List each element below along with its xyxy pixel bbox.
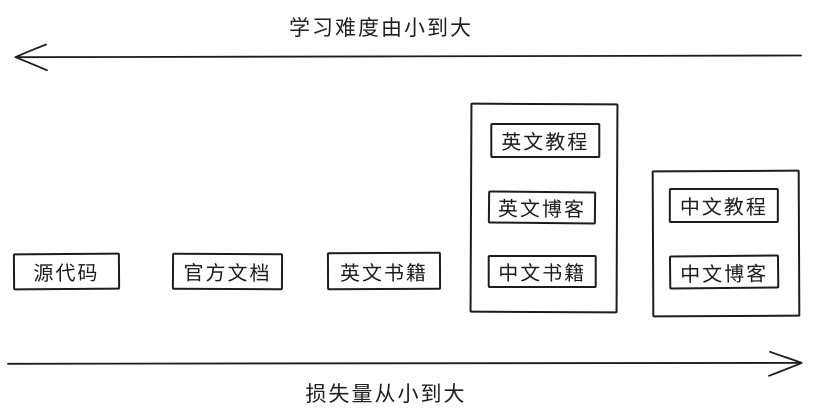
node-english-blogs: 英文博客 bbox=[487, 190, 597, 225]
node-chinese-books: 中文书籍 bbox=[487, 254, 597, 289]
bottom-axis-label: 损失量从小到大 bbox=[305, 383, 467, 406]
node-english-books: 英文书籍 bbox=[326, 251, 442, 291]
node-english-tutorials: 英文教程 bbox=[490, 122, 601, 159]
node-chinese-blogs: 中文博客 bbox=[668, 254, 780, 290]
group-box-1: 英文教程 英文博客 中文书籍 bbox=[469, 102, 619, 314]
top-axis-label: 学习难度由小到大 bbox=[289, 17, 473, 40]
left-arrow-icon bbox=[14, 43, 802, 72]
node-chinese-tutorials: 中文教程 bbox=[668, 187, 779, 224]
node-source-code: 源代码 bbox=[12, 252, 121, 291]
group-box-2: 中文教程 中文博客 bbox=[651, 169, 801, 318]
node-official-docs: 官方文档 bbox=[171, 252, 284, 291]
right-arrow-icon bbox=[7, 350, 803, 377]
